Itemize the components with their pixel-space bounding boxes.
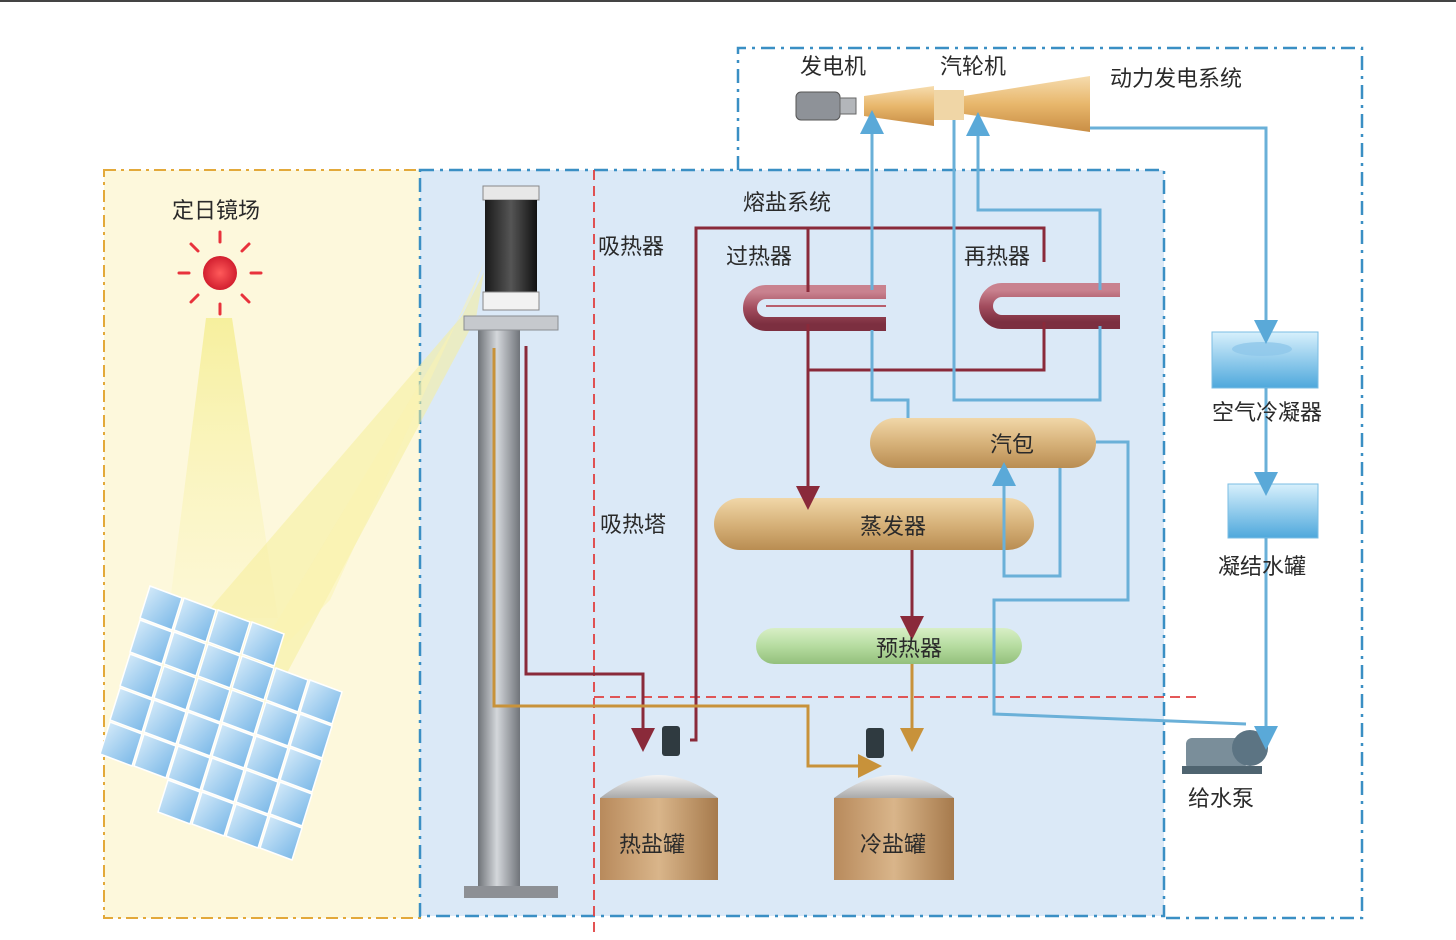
- sunlight-beam: [168, 318, 278, 618]
- label-superheater: 过热器: [726, 245, 792, 270]
- heliostat-panel: [139, 585, 183, 631]
- heliostat-panel: [177, 711, 221, 757]
- heliostat-panel: [167, 745, 211, 791]
- label-feed-pump: 给水泵: [1188, 787, 1254, 812]
- heliostat-panel: [191, 791, 235, 837]
- heliostat-panel: [225, 803, 269, 849]
- heliostat-panel: [129, 619, 173, 665]
- heliostat-panel: [255, 701, 299, 747]
- heliostat-panel: [299, 679, 343, 725]
- preheater-icon: [756, 628, 1022, 664]
- label-turbine: 汽轮机: [940, 55, 1006, 80]
- heliostat-panel: [241, 621, 285, 667]
- heliostat-panel: [289, 713, 333, 759]
- label-condensate-tank: 凝结水罐: [1218, 555, 1306, 580]
- heliostat-panel: [201, 757, 245, 803]
- label-heliostat-field: 定日镜场: [172, 199, 260, 224]
- heliostat-panel: [231, 655, 275, 701]
- air-condenser-icon: [1211, 331, 1319, 389]
- heliostat-panel: [109, 687, 153, 733]
- label-tower: 吸热塔: [600, 513, 666, 538]
- heliostat-panel: [173, 597, 217, 643]
- evaporator-icon: [714, 498, 1034, 550]
- label-power-system: 动力发电系统: [1110, 67, 1242, 92]
- heliostat-panel: [211, 723, 255, 769]
- generator-icon: [795, 91, 857, 121]
- heliostat-panel: [163, 631, 207, 677]
- feed-pump-icon: [1182, 730, 1268, 774]
- label-air-condenser: 空气冷凝器: [1212, 401, 1322, 426]
- heliostat-panel: [153, 665, 197, 711]
- label-evaporator: 蒸发器: [860, 515, 926, 540]
- heliostat-panel: [133, 733, 177, 779]
- label-steam-drum: 汽包: [990, 433, 1034, 458]
- receiver-tower: [463, 315, 559, 898]
- cold-salt-lines: [492, 348, 924, 778]
- heliostat-panel: [265, 667, 309, 713]
- steam-drum-icon: [870, 418, 1096, 468]
- heliostat-panel: [221, 689, 265, 735]
- hot-salt-tank-icon: [600, 726, 718, 880]
- heliostat-panel: [157, 779, 201, 825]
- reheater-icon: [979, 283, 1120, 329]
- heliostat-panel: [279, 747, 323, 793]
- power-system-box: [736, 46, 1364, 920]
- heliostat-panel: [143, 699, 187, 745]
- label-generator: 发电机: [800, 55, 866, 80]
- superheater-icon: [743, 285, 886, 331]
- heliostat-panel: [269, 781, 313, 827]
- heliostat-array: [99, 585, 343, 861]
- heliostat-panel: [207, 609, 251, 655]
- heliostat-panel: [187, 677, 231, 723]
- heliostat-panel: [259, 815, 303, 861]
- condensate-tank-icon: [1227, 483, 1319, 539]
- heliostat-panel: [245, 735, 289, 781]
- label-cold-salt-tank: 冷盐罐: [860, 833, 926, 858]
- label-molten-salt-system: 熔盐系统: [743, 191, 831, 216]
- turbine-icon: [864, 76, 1090, 132]
- cold-salt-tank-icon: [834, 728, 954, 880]
- heliostat-panel: [235, 769, 279, 815]
- label-reheater: 再热器: [964, 245, 1030, 270]
- heliostat-panel: [119, 653, 163, 699]
- label-hot-salt-tank: 热盐罐: [619, 833, 685, 858]
- reflected-beam: [140, 272, 484, 720]
- label-receiver: 吸热器: [598, 235, 664, 260]
- sun-icon: [177, 230, 263, 316]
- heliostat-panel: [99, 721, 143, 767]
- water-steam-lines: [860, 110, 1278, 750]
- receiver: [482, 185, 540, 311]
- heliostat-panel: [197, 643, 241, 689]
- label-preheater: 预热器: [876, 637, 942, 662]
